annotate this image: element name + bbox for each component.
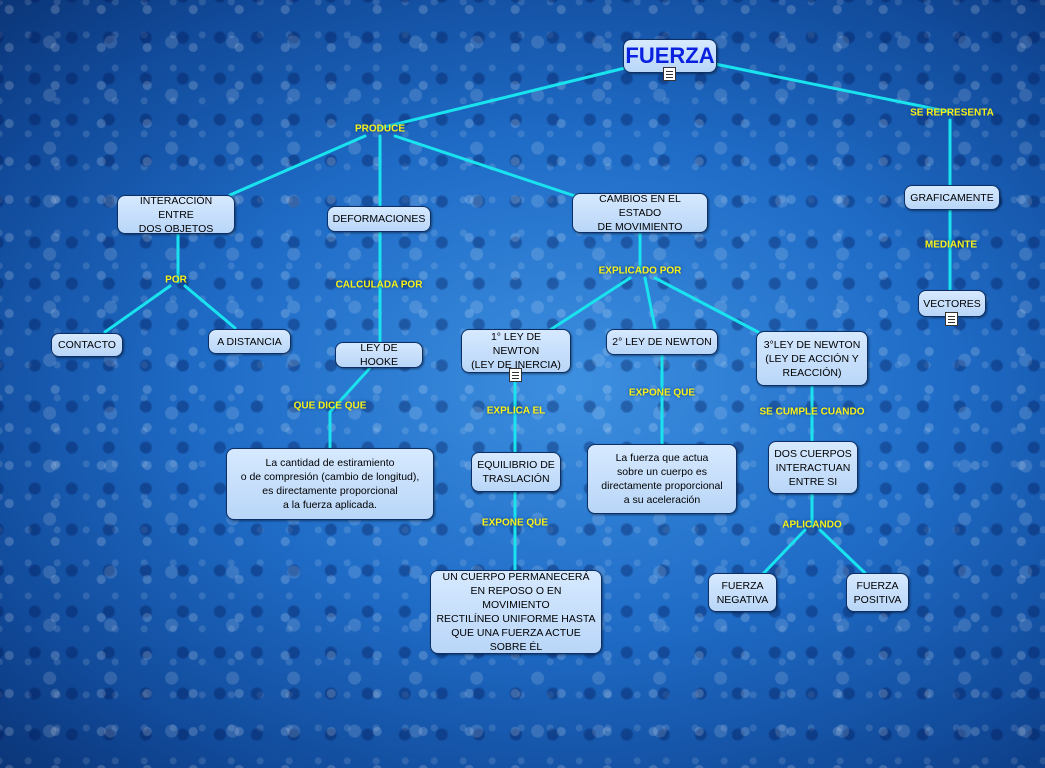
concept-newton2-text-label: La fuerza que actua sobre un cuerpo es d… xyxy=(601,452,723,506)
concept-newton3[interactable]: 3°LEY DE NEWTON (LEY DE ACCIÓN Y REACCIÓ… xyxy=(756,331,868,386)
concept-fuerza[interactable]: FUERZA xyxy=(623,39,717,73)
link-explicado-por: EXPLICADO POR xyxy=(598,265,682,277)
concept-graficamente[interactable]: GRAFICAMENTE xyxy=(904,185,1000,210)
concept-cambios[interactable]: CAMBIOS EN EL ESTADO DE MOVIMIENTO xyxy=(572,193,708,233)
concept-positiva-label: FUERZA POSITIVA xyxy=(853,579,902,606)
concept-graficamente-label: GRAFICAMENTE xyxy=(910,191,994,204)
concept-interaccion[interactable]: INTERACCIÓN ENTRE DOS OBJETOS xyxy=(117,194,235,235)
concept-deformaciones[interactable]: DEFORMACIONES xyxy=(327,206,431,232)
concept-equilibrio-text[interactable]: UN CUERPO PERMANECERÁ EN REPOSO O EN MOV… xyxy=(430,570,602,654)
concept-hooke-text-label: La cantidad de estiramiento o de compres… xyxy=(240,457,420,511)
concept-newton2[interactable]: 2° LEY DE NEWTON xyxy=(606,329,718,355)
concept-distancia-label: A DISTANCIA xyxy=(217,335,282,348)
concept-equilibrio-label: EQUILIBRIO DE TRASLACIÓN xyxy=(477,459,555,485)
concept-deformaciones-label: DEFORMACIONES xyxy=(332,213,426,225)
concept-vectores[interactable]: VECTORES xyxy=(918,290,986,317)
concept-newton2-label: 2° LEY DE NEWTON xyxy=(612,336,712,348)
concept-hooke-text[interactable]: La cantidad de estiramiento o de compres… xyxy=(226,448,434,520)
concept-newton3-label: 3°LEY DE NEWTON (LEY DE ACCIÓN Y REACCIÓ… xyxy=(763,338,861,379)
concept-hooke[interactable]: LEY DE HOOKE xyxy=(335,342,423,368)
concept-distancia[interactable]: A DISTANCIA xyxy=(208,329,291,354)
link-mediante: MEDIANTE xyxy=(924,239,978,251)
link-por: POR xyxy=(165,274,187,286)
concept-positiva[interactable]: FUERZA POSITIVA xyxy=(846,573,909,612)
concept-vectores-label: VECTORES xyxy=(923,297,981,310)
concept-newton1[interactable]: 1° LEY DE NEWTON (LEY DE INERCIA) xyxy=(461,329,571,373)
note-icon[interactable] xyxy=(663,67,676,81)
link-que-dice-que: QUE DICE QUE xyxy=(293,400,367,412)
concept-cambios-label: CAMBIOS EN EL ESTADO DE MOVIMIENTO xyxy=(597,193,683,233)
concept-newton1-label: 1° LEY DE NEWTON (LEY DE INERCIA) xyxy=(471,331,561,371)
concept-interaccion-label: INTERACCIÓN ENTRE DOS OBJETOS xyxy=(138,194,214,235)
link-expone-que: EXPONE QUE xyxy=(481,517,549,529)
concept-fuerza-title: FUERZA xyxy=(625,43,715,68)
link-expone-que: EXPONE QUE xyxy=(628,387,696,399)
link-aplicando: APLICANDO xyxy=(782,519,842,531)
concept-dos-cuerpos[interactable]: DOS CUERPOS INTERACTUAN ENTRE SI xyxy=(768,441,858,494)
concept-hooke-label: LEY DE HOOKE xyxy=(360,342,398,368)
concept-dos-cuerpos-label: DOS CUERPOS INTERACTUAN ENTRE SI xyxy=(774,447,852,488)
note-icon[interactable] xyxy=(509,368,522,382)
concept-newton2-text[interactable]: La fuerza que actua sobre un cuerpo es d… xyxy=(587,444,737,514)
link-calculada-por: CALCULADA POR xyxy=(335,279,423,291)
concept-contacto-label: CONTACTO xyxy=(58,339,116,351)
note-icon[interactable] xyxy=(945,312,958,326)
link-se-cumple-cuando: SE CUMPLE CUANDO xyxy=(759,406,865,418)
concept-contacto[interactable]: CONTACTO xyxy=(51,333,123,357)
concept-equilibrio-text-label: UN CUERPO PERMANECERÁ EN REPOSO O EN MOV… xyxy=(436,571,596,653)
link-explica-el: EXPLICA EL xyxy=(486,405,546,417)
link-se-representa: SE REPRESENTA xyxy=(910,107,994,119)
concept-negativa[interactable]: FUERZA NEGATIVA xyxy=(708,573,777,612)
concept-negativa-label: FUERZA NEGATIVA xyxy=(716,579,769,606)
link-produce: PRODUCE xyxy=(354,123,406,135)
concept-equilibrio[interactable]: EQUILIBRIO DE TRASLACIÓN xyxy=(471,452,561,492)
